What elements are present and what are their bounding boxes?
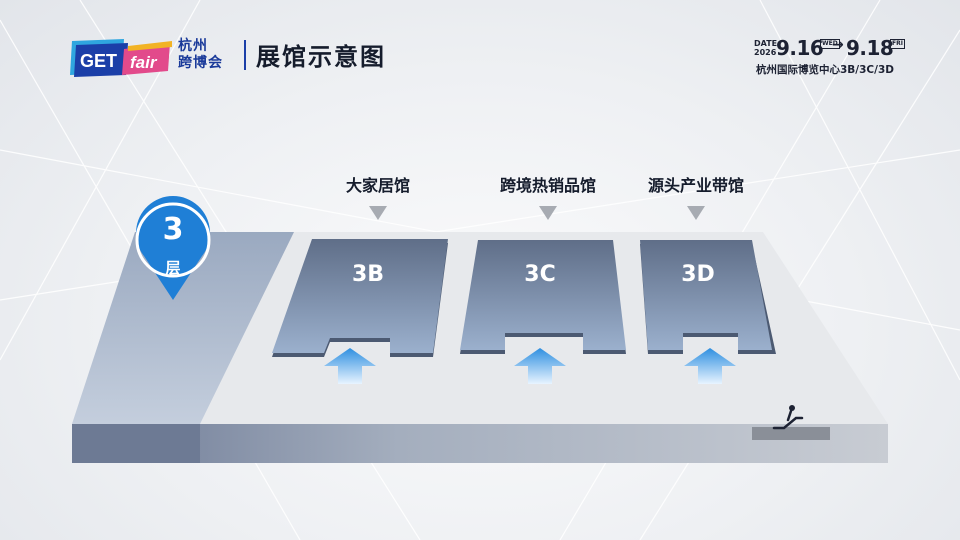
location-pin-icon bbox=[136, 196, 211, 300]
hall-code-3d: 3D bbox=[681, 262, 715, 287]
floor-number: 3 bbox=[162, 212, 184, 247]
logo-city-text: 杭州 跨博会 bbox=[178, 38, 223, 72]
hall-label-3d: 源头产业带馆 bbox=[647, 176, 745, 195]
date-start: 9.16 bbox=[776, 36, 824, 60]
hall-label-3c: 跨境热销品馆 bbox=[499, 176, 597, 195]
escalator-pad bbox=[752, 427, 830, 440]
escalator-icon bbox=[772, 405, 804, 430]
platform-front-left bbox=[72, 424, 200, 463]
hall-3b bbox=[272, 239, 448, 353]
hall-label-3b: 大家居馆 bbox=[345, 176, 411, 195]
header-divider bbox=[244, 40, 246, 70]
triangle-down-icon bbox=[369, 206, 387, 220]
date-year: 2026 bbox=[754, 48, 777, 57]
triangle-down-icon bbox=[539, 206, 557, 220]
up-arrow-icon bbox=[514, 348, 566, 384]
page-title: 展馆示意图 bbox=[256, 43, 386, 71]
event-date: DATE 2026 9.16 WED → 9.18 FRI bbox=[754, 36, 905, 77]
date-end: 9.18 bbox=[846, 36, 894, 60]
side-area bbox=[72, 232, 294, 424]
hall-code-3c: 3C bbox=[524, 262, 556, 287]
location-pin-ring bbox=[135, 202, 211, 278]
date-start-weekday: WED bbox=[820, 39, 840, 49]
up-arrow-icon bbox=[684, 348, 736, 384]
venue-text: 杭州国际博览中心3B/3C/3D bbox=[755, 64, 894, 76]
date-label: DATE bbox=[754, 39, 778, 48]
hall-3c bbox=[460, 240, 626, 350]
hall-code-3b: 3B bbox=[351, 262, 385, 287]
up-arrow-icon bbox=[324, 348, 376, 384]
date-end-weekday: FRI bbox=[890, 39, 905, 49]
triangle-down-icon bbox=[687, 206, 705, 220]
logo-word-fair: fair bbox=[130, 53, 158, 72]
logo-city-line2: 跨博会 bbox=[178, 55, 223, 71]
logo-word-get: GET bbox=[80, 51, 117, 71]
date-arrow: → bbox=[832, 37, 844, 53]
getfair-logo: GET fair bbox=[70, 39, 172, 77]
floor-unit: 层 bbox=[165, 259, 181, 277]
logo-city-line1: 杭州 bbox=[178, 38, 208, 54]
hall-3d bbox=[640, 240, 772, 350]
